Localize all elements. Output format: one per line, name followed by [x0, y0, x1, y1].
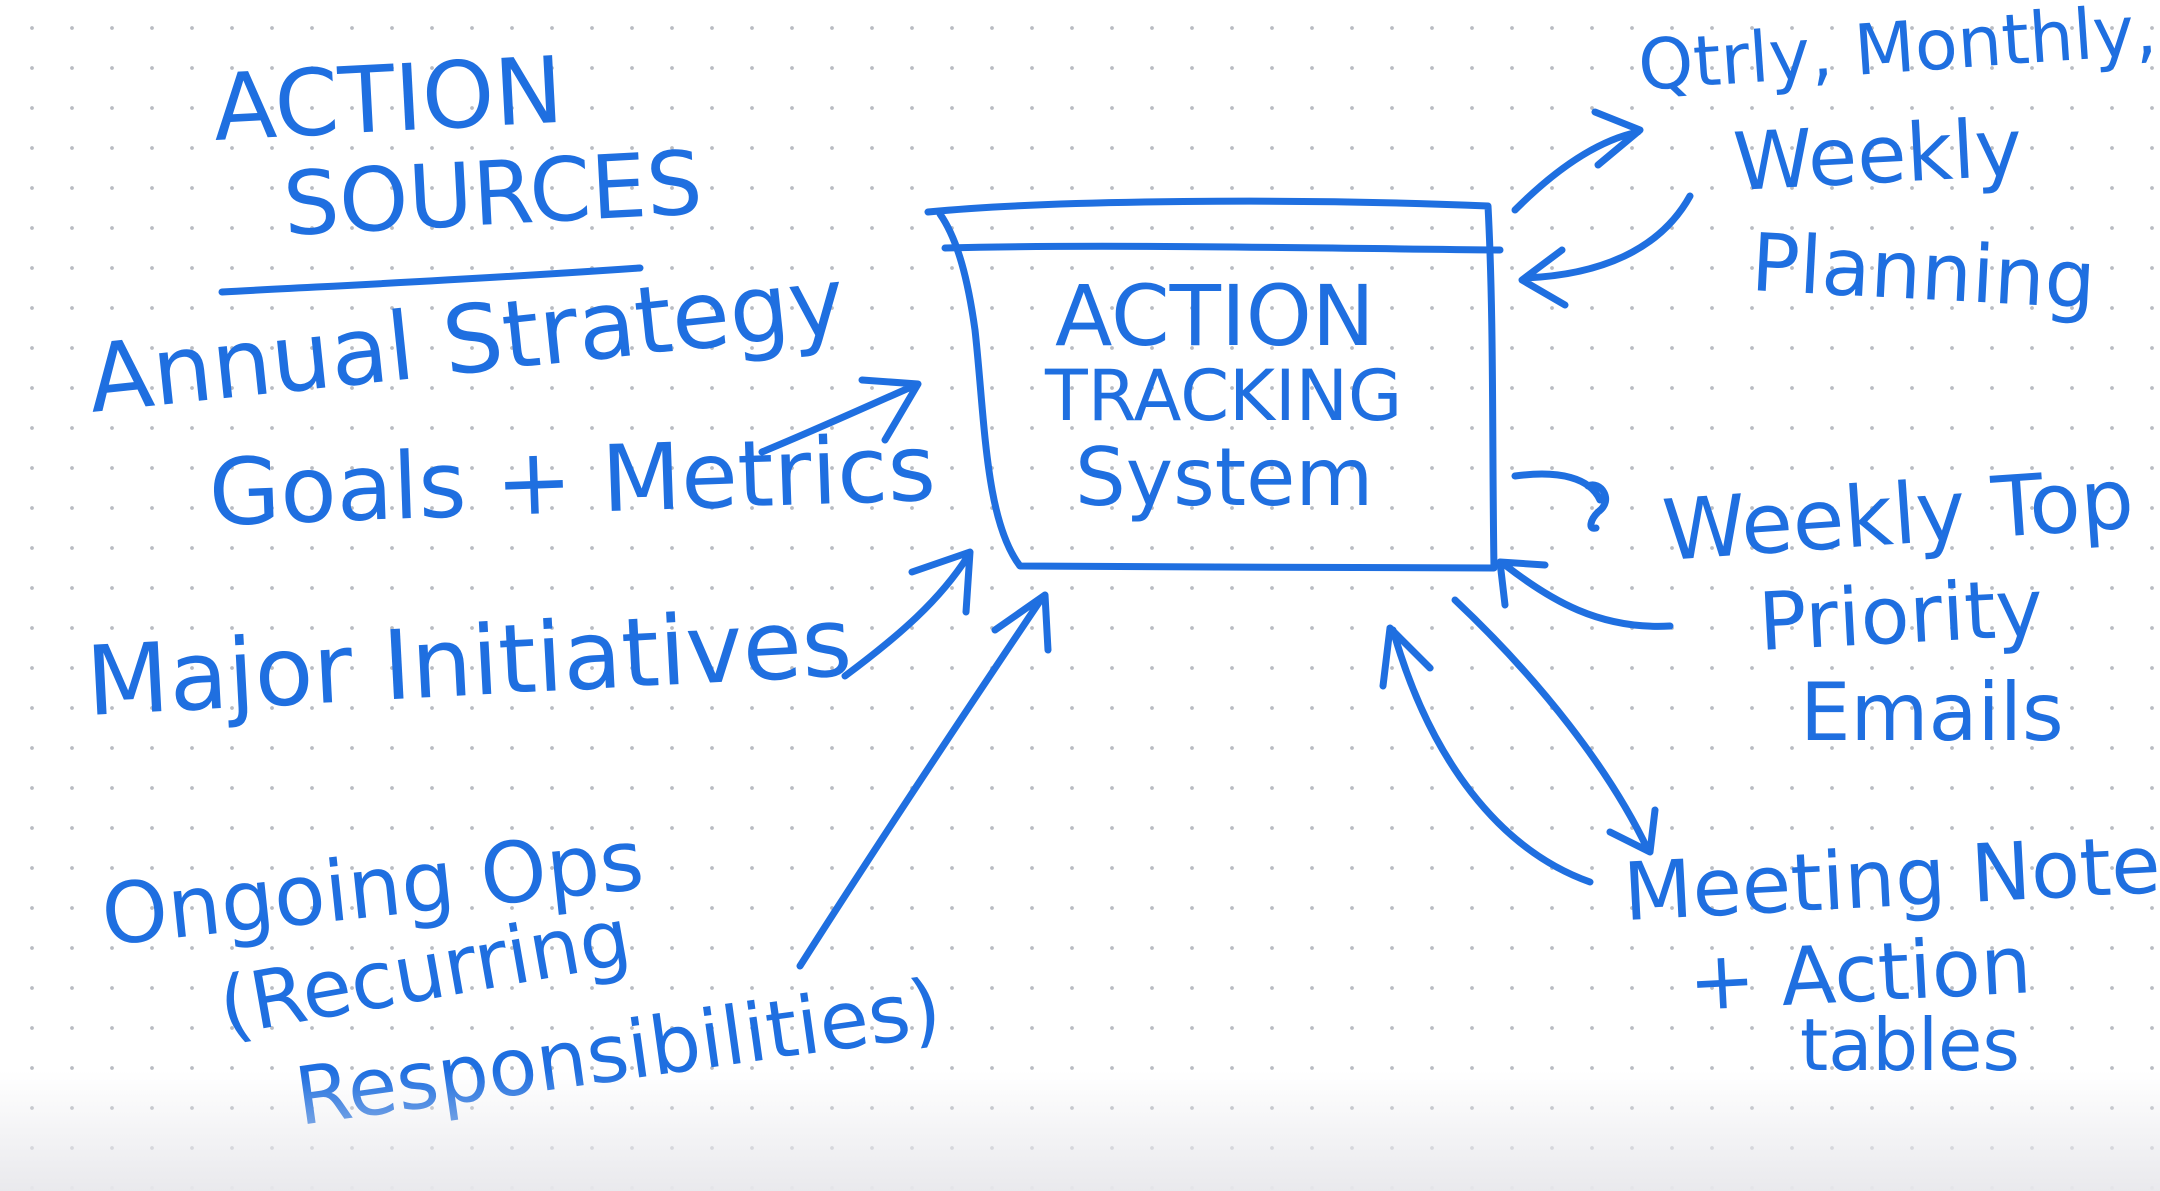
action-tracking-box: ACTION TRACKING System [924, 197, 1504, 572]
output-meeting-notes: Meeting Notes + Action tables [1621, 816, 2160, 1087]
initiatives-line-1: Major Initiatives [83, 586, 854, 738]
meetings-line-1: Meeting Notes [1621, 816, 2160, 939]
arrow-system-to-planning [1511, 108, 1644, 214]
emails-line-3: Emails [1800, 666, 2064, 759]
output-priority-emails: Weekly Top Priority Emails [1660, 449, 2137, 759]
emails-line-1: Weekly Top [1660, 449, 2137, 580]
source-annual-strategy: Annual Strategy Goals + Metrics [83, 247, 937, 547]
arrow-emails-to-system [1496, 558, 1674, 630]
arrow-strategy-to-system [758, 376, 922, 456]
output-planning: Qtrly, Monthly, Weekly Planning [1635, 0, 2159, 327]
box-label-line-3: System [1075, 431, 1373, 524]
arrow-system-to-meetings [1451, 596, 1659, 856]
box-label-line-2: TRACKING [1044, 355, 1402, 437]
meetings-line-3: tables [1800, 1003, 2020, 1087]
action-sources-heading: ACTION SOURCES [211, 37, 705, 296]
arrow-meetings-to-system [1379, 624, 1594, 886]
source-major-initiatives: Major Initiatives [83, 586, 854, 738]
emails-line-2: Priority [1756, 561, 2045, 669]
planning-line-2: Weekly [1731, 101, 2024, 209]
arrow-planning-to-system [1518, 192, 1694, 309]
source-ongoing-ops: Ongoing Ops (Recurring Responsibilities) [97, 811, 947, 1144]
heading-line-1: ACTION [211, 37, 566, 162]
arrow-initiatives-to-system [841, 548, 974, 680]
arrow-ops-to-system [796, 591, 1052, 970]
box-outline [924, 197, 1498, 572]
box-label-line-1: ACTION [1055, 267, 1375, 365]
strategy-line-2: Goals + Metrics [207, 415, 937, 547]
heading-underline [218, 264, 644, 296]
planning-line-3: Planning [1749, 216, 2098, 327]
strategy-line-1: Annual Strategy [83, 247, 850, 435]
meetings-line-2: + Action [1686, 918, 2033, 1029]
planning-line-1: Qtrly, Monthly, [1635, 0, 2159, 107]
heading-line-2: SOURCES [281, 131, 705, 256]
arrow-system-to-emails [1511, 470, 1609, 532]
box-top-line [941, 242, 1504, 254]
